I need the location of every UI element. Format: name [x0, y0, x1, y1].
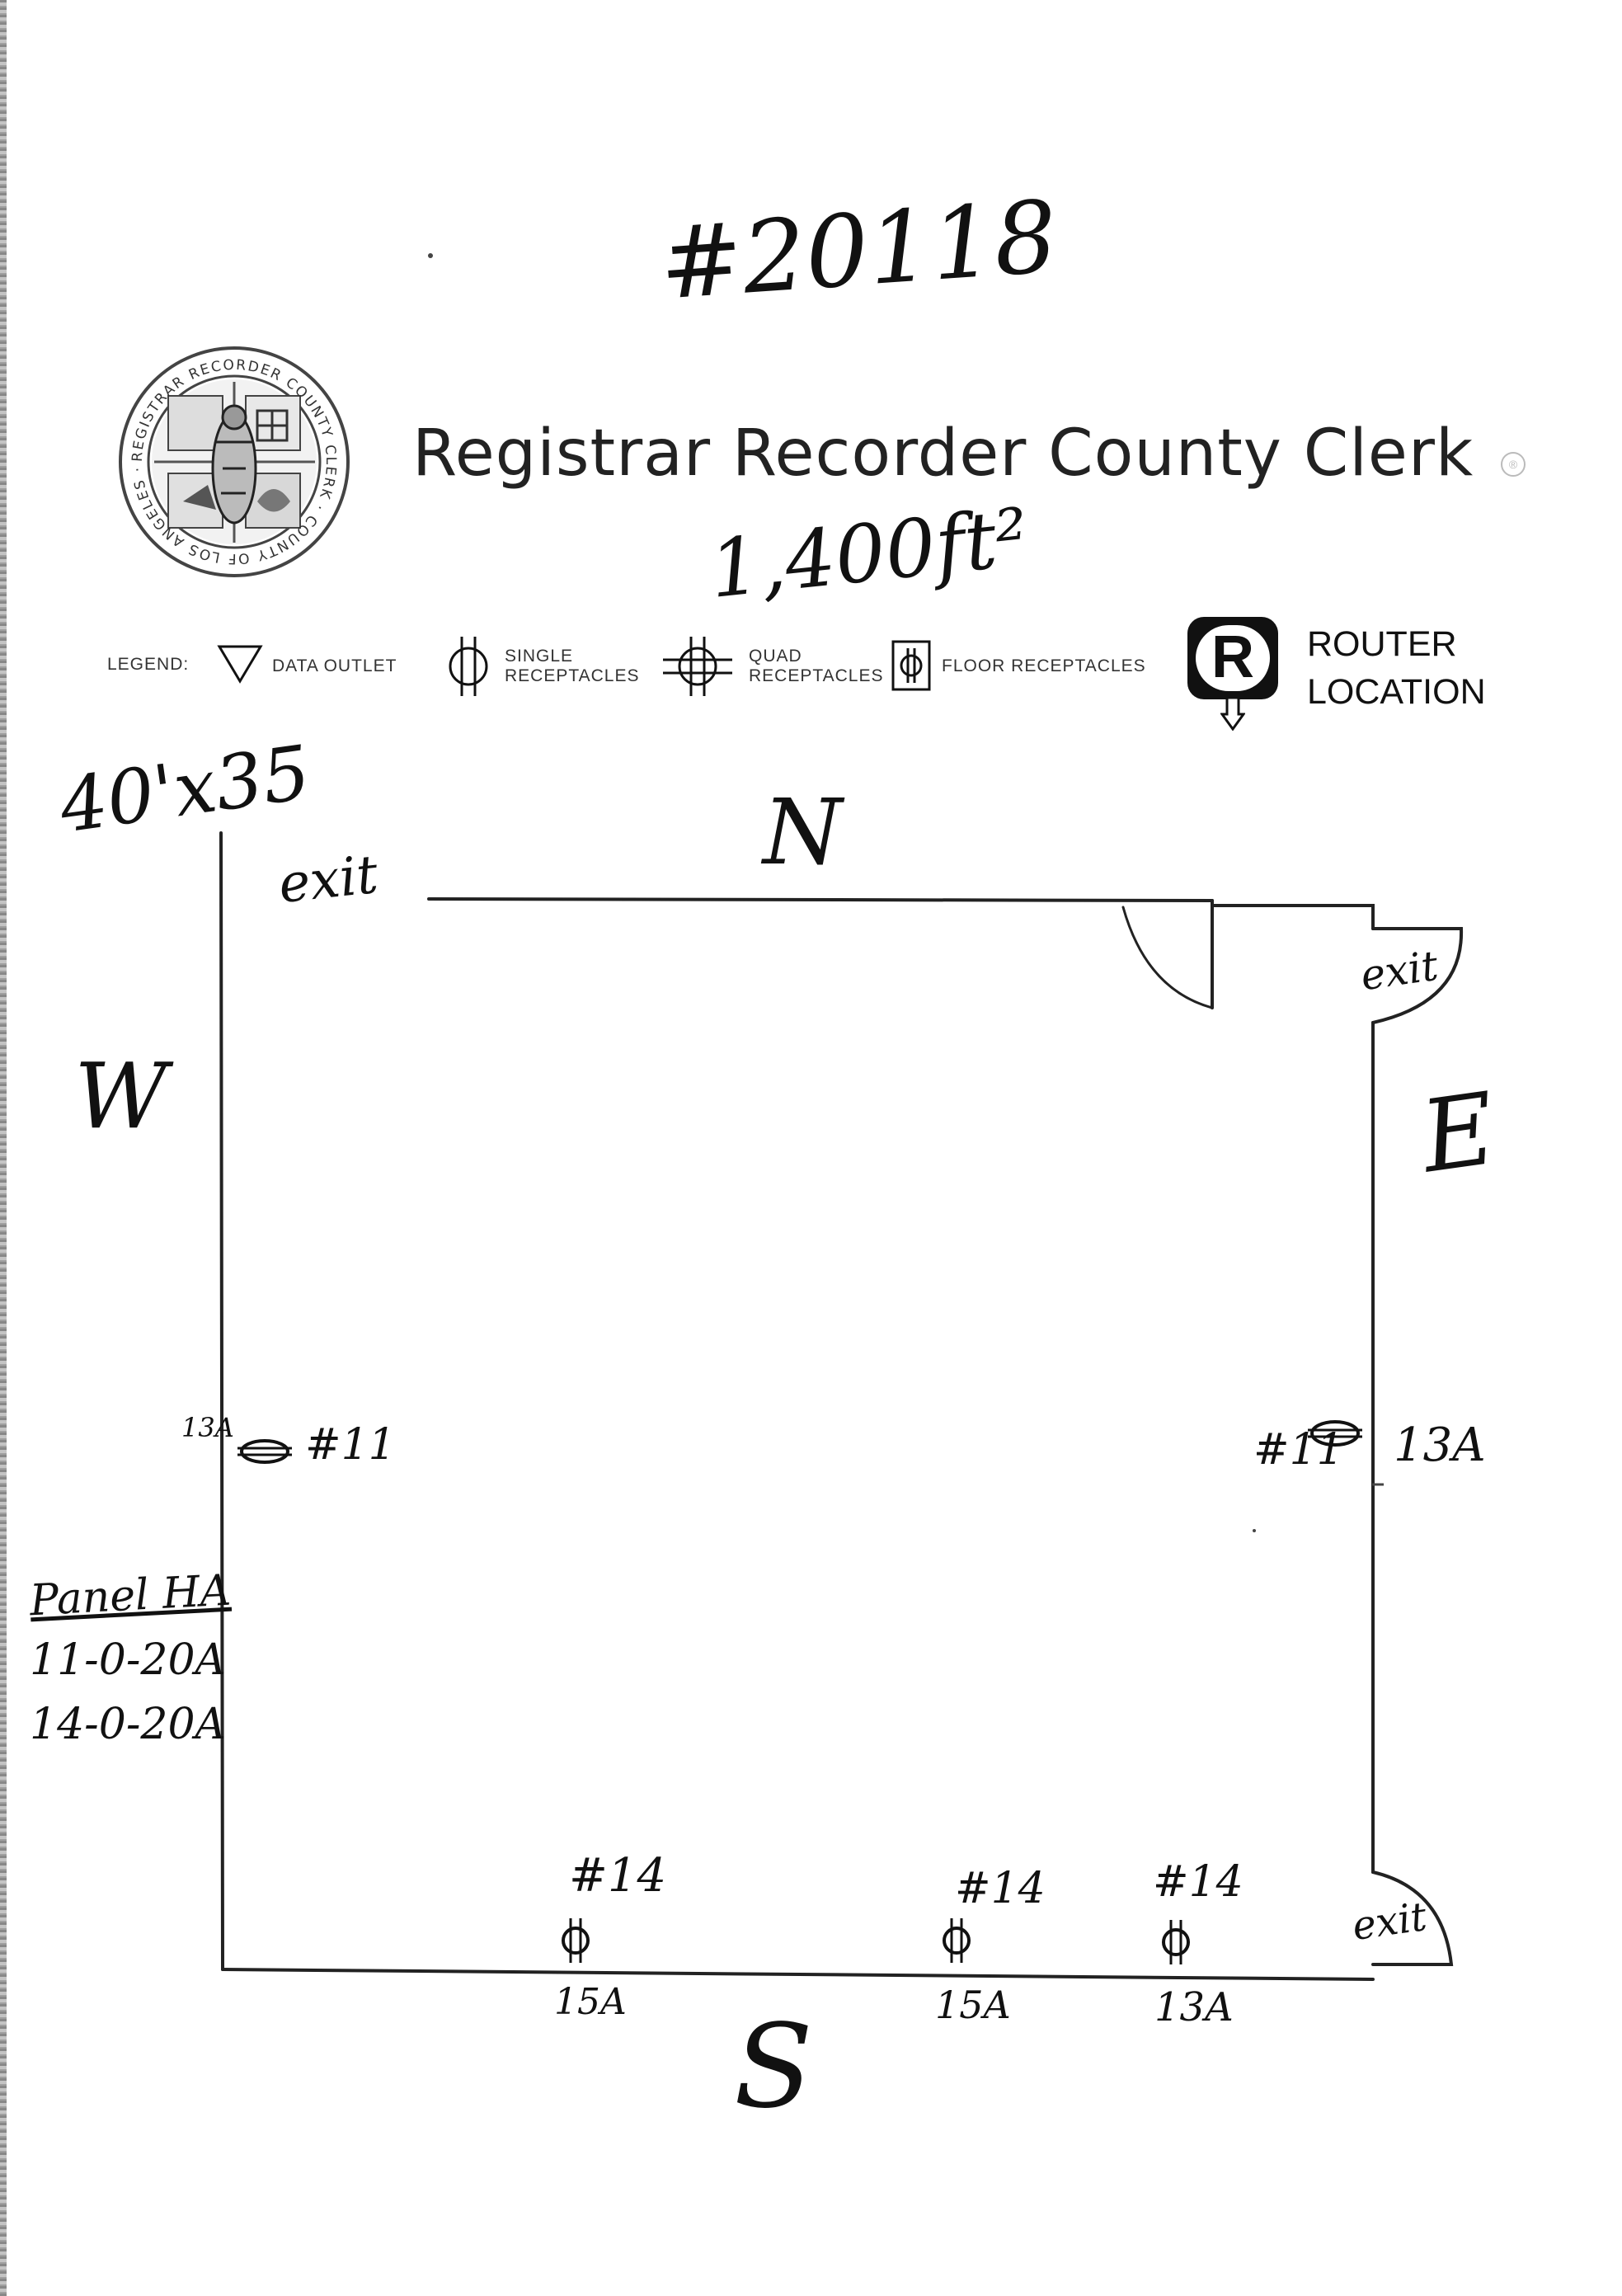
legend-floor-receptacle-label: FLOOR RECEPTACLES [942, 656, 1146, 675]
northeast-exit [1371, 927, 1464, 1024]
south-receptacle-1-icon [562, 1918, 590, 1963]
east-receptacle-circuit: #11 [1253, 1425, 1344, 1475]
data-outlet-icon [217, 645, 263, 684]
compass-south: S [734, 2000, 813, 2134]
west-wall [219, 831, 224, 1971]
south-receptacle-2-icon [943, 1918, 971, 1963]
south-receptacle-3-circuit: #14 [1153, 1857, 1244, 1907]
south-receptacle-3-amps: 13A [1154, 1984, 1234, 2030]
south-receptacle-1-amps: 15A [554, 1981, 627, 2023]
compass-north: N [763, 779, 843, 885]
county-seal: REGISTRAR RECORDER COUNTY CLERK · COUNTY… [117, 345, 350, 577]
south-receptacle-2-circuit: #14 [955, 1864, 1046, 1913]
router-symbol: R [1211, 624, 1254, 690]
west-receptacle-icon [237, 1439, 292, 1464]
east-receptacle-amps: 13A [1394, 1419, 1486, 1472]
legend-label: LEGEND: [107, 655, 190, 674]
legend-single-receptacle-label: SINGLE RECEPTACLES [505, 647, 640, 685]
title-mark: ® [1501, 452, 1526, 477]
router-label-line2: LOCATION [1307, 672, 1486, 712]
floor-receptacle-icon [891, 640, 931, 691]
legend-router-label: ROUTER LOCATION [1307, 620, 1486, 716]
page-title: Registrar Recorder County Clerk [412, 416, 1474, 491]
north-wall [427, 897, 1214, 902]
south-receptacle-1-circuit: #14 [569, 1849, 667, 1903]
west-receptacle-circuit: #11 [305, 1420, 396, 1470]
south-wall [221, 1968, 1375, 1981]
panel-name: Panel HA [28, 1565, 233, 1626]
router-icon: R [1187, 617, 1278, 732]
panel-line-2: 14-0-20A [30, 1700, 227, 1749]
north-alcove [1211, 899, 1375, 1009]
legend-data-outlet-label: DATA OUTLET [272, 656, 397, 675]
southeast-exit [1371, 1870, 1454, 1966]
east-receptacle-icon [1308, 1420, 1362, 1447]
west-receptacle-amps: 13A [181, 1412, 234, 1443]
north-door-swing [1121, 906, 1214, 1009]
scan-edge [0, 0, 7, 2296]
panel-note: Panel HA 11-0-20A 14-0-20A [29, 1566, 233, 1749]
exit-northwest: exit [275, 844, 381, 916]
quad-receptacle-icon [663, 637, 732, 696]
router-label-line1: ROUTER [1307, 624, 1457, 664]
compass-west: W [74, 1043, 168, 1149]
south-receptacle-2-amps: 15A [935, 1983, 1011, 2027]
panel-line-1: 11-0-20A [30, 1635, 227, 1685]
single-receptacle-icon [449, 637, 488, 696]
legend-quad-receptacle-label: QUAD RECEPTACLES [749, 647, 884, 685]
south-receptacle-3-icon [1162, 1920, 1190, 1964]
